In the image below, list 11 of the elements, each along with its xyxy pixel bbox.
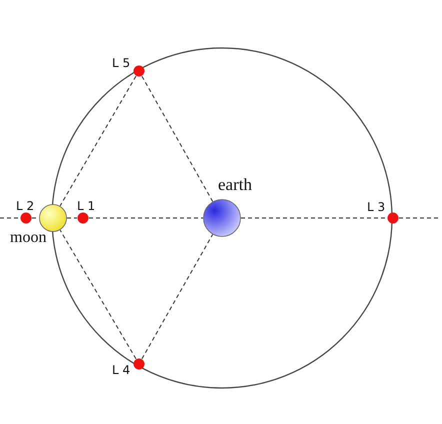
dashed-line bbox=[141, 76, 214, 202]
dashed-line bbox=[60, 230, 136, 360]
dashed-line bbox=[60, 76, 136, 206]
dashed-line bbox=[141, 234, 214, 360]
body-label: moon bbox=[10, 230, 46, 246]
point-label: L 1 bbox=[77, 200, 96, 212]
body-label: earth bbox=[218, 176, 252, 193]
point-label: L 5 bbox=[112, 57, 130, 69]
point-label: L 3 bbox=[367, 201, 386, 213]
point-label: L 4 bbox=[112, 364, 130, 376]
point-label: L 2 bbox=[16, 200, 34, 212]
